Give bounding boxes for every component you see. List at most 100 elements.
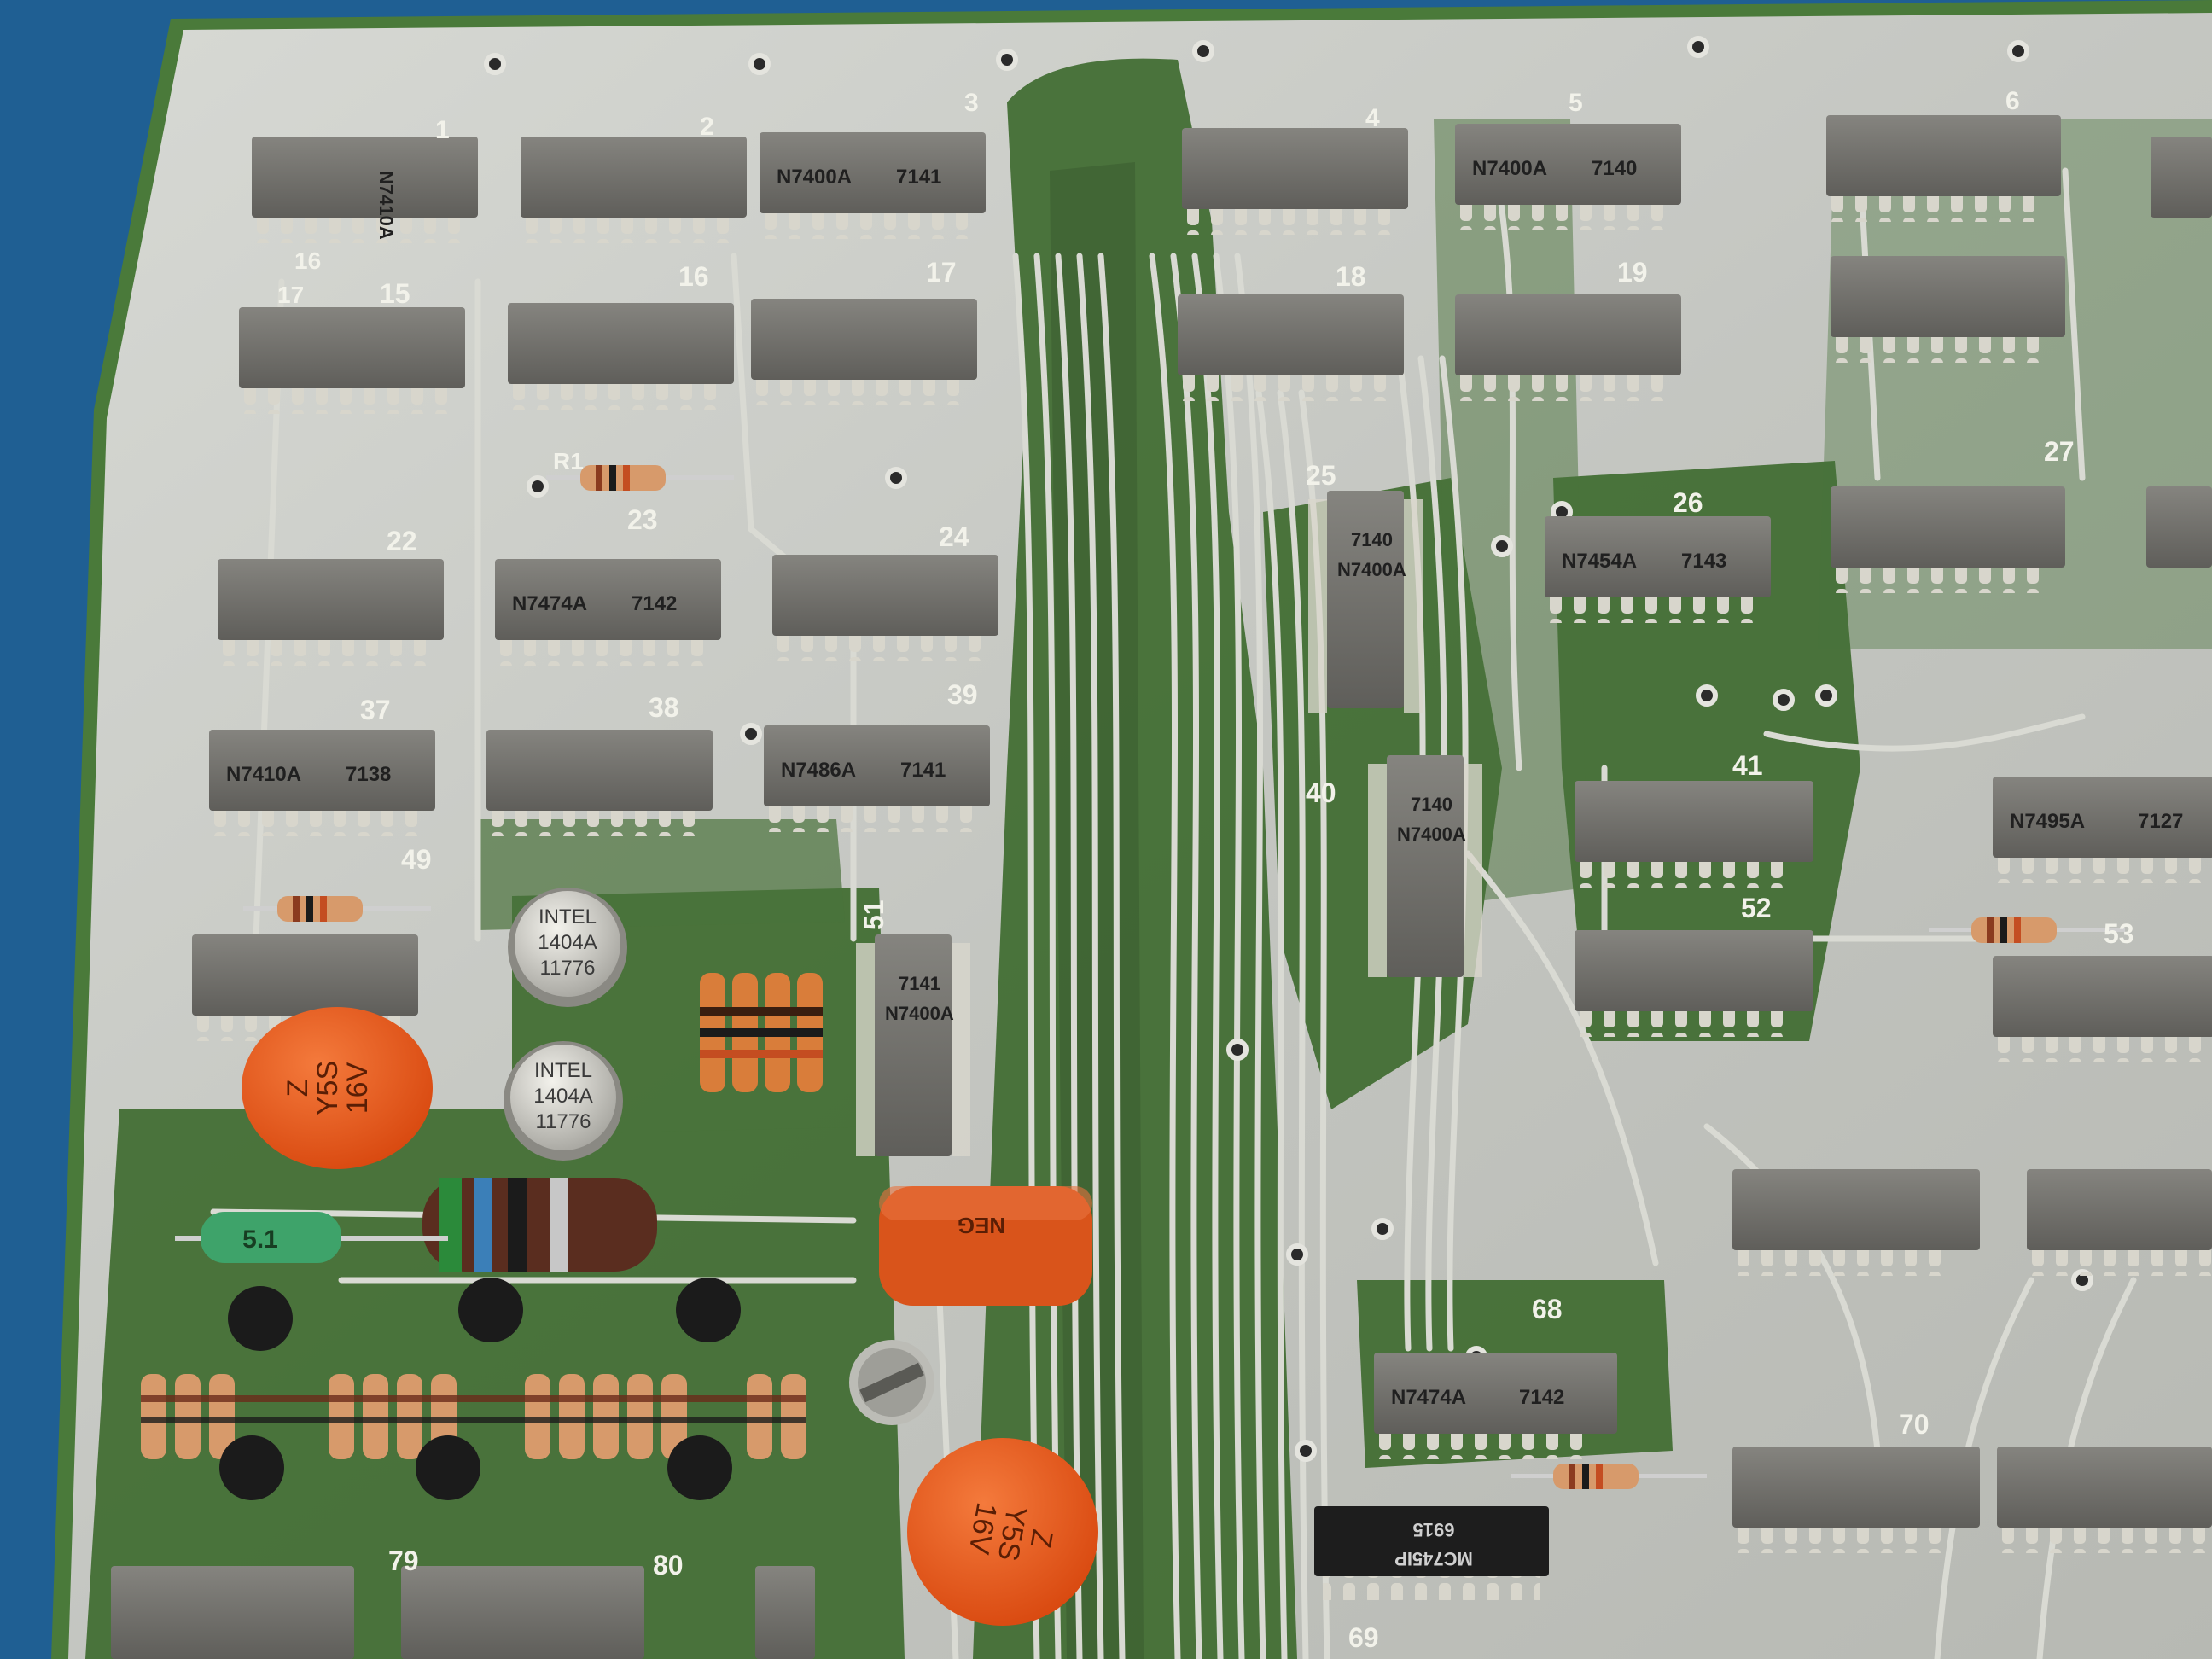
can-label-2: 1404A bbox=[533, 1085, 592, 1108]
silk-label: 15 bbox=[380, 278, 410, 309]
silk-label: 37 bbox=[360, 695, 391, 725]
chip-date: 7141 bbox=[900, 759, 946, 782]
silk-label: 16 bbox=[678, 261, 709, 292]
ic-chip-vertical: N7400A 7140 bbox=[1308, 491, 1423, 713]
silk-label: 38 bbox=[649, 692, 679, 723]
silk-label: 18 bbox=[1336, 261, 1366, 292]
cap-polarity-label: NEG bbox=[958, 1213, 1005, 1238]
silk-label: 80 bbox=[653, 1550, 684, 1580]
silk-label: 6 bbox=[2005, 87, 2020, 115]
silk-label: 4 bbox=[1365, 104, 1380, 132]
silk-label: 53 bbox=[2104, 918, 2134, 949]
chip-date: 7138 bbox=[346, 763, 391, 786]
silk-label: 23 bbox=[627, 504, 658, 535]
ic-chip bbox=[239, 307, 465, 414]
silk-label: 25 bbox=[1306, 460, 1336, 491]
can-label-1: INTEL bbox=[534, 1059, 592, 1082]
ic-chip bbox=[521, 137, 747, 243]
ic-chip bbox=[1575, 781, 1813, 888]
transistors bbox=[219, 1278, 741, 1500]
silk-label: 17 bbox=[277, 282, 304, 308]
ic-chip bbox=[1993, 956, 2212, 1062]
chip-date: 7140 bbox=[1411, 794, 1452, 815]
silk-label: 1 bbox=[435, 116, 450, 144]
metal-can: INTEL 1404A 11776 bbox=[508, 888, 627, 1007]
silk-label: 19 bbox=[1617, 257, 1648, 288]
chip-date: 7141 bbox=[899, 973, 940, 994]
silk-label: 3 bbox=[964, 89, 979, 117]
ic-chip bbox=[111, 1566, 354, 1659]
chip-marking: N7410A bbox=[226, 763, 301, 786]
chip-date: 7140 bbox=[1351, 529, 1393, 550]
ceramic-capacitor: Z Y5S 16V bbox=[907, 1438, 1098, 1626]
can-label-3: 11776 bbox=[536, 1110, 591, 1133]
resistors bbox=[141, 465, 2125, 1489]
chip-date: 7143 bbox=[1681, 550, 1726, 573]
ic-chip bbox=[772, 555, 998, 661]
screw bbox=[849, 1340, 934, 1425]
ic-chip bbox=[218, 559, 444, 666]
axial-resistor-large bbox=[422, 1178, 657, 1272]
ic-chips: N7410A N7400A 7141 bbox=[111, 115, 2212, 1659]
silk-label: 70 bbox=[1899, 1409, 1930, 1440]
ic-chip: N7474A 7142 bbox=[495, 559, 721, 666]
ic-chip bbox=[2151, 137, 2212, 218]
ic-chip bbox=[1826, 115, 2061, 222]
silk-label: 22 bbox=[387, 526, 417, 556]
silk-label: 79 bbox=[388, 1545, 419, 1576]
can-label-2: 1404A bbox=[538, 931, 597, 954]
ic-chip bbox=[1178, 294, 1404, 401]
ic-mc745: 6915 MC745IP bbox=[1314, 1506, 1549, 1600]
ceramic-capacitor: Z Y5S 16V bbox=[242, 1007, 433, 1169]
ic-chip bbox=[1732, 1447, 1980, 1553]
diode-label: 5.1 bbox=[242, 1225, 278, 1254]
ic-chip: N7400A 7140 bbox=[1455, 124, 1681, 230]
chip-marking: N7400A bbox=[1337, 559, 1406, 580]
silkscreen-labels: 1 2 3 4 5 6 15 16 17 16 17 18 19 22 23 2… bbox=[277, 87, 2134, 1653]
chip-marking: N7400A bbox=[885, 1003, 954, 1024]
silk-label: 41 bbox=[1732, 750, 1763, 781]
ic-chip bbox=[1455, 294, 1681, 401]
can-label-3: 11776 bbox=[540, 957, 596, 980]
silk-label: 27 bbox=[2044, 436, 2075, 467]
ic-marking: MC745IP bbox=[1394, 1548, 1473, 1569]
ic-chip: N7474A 7142 bbox=[1374, 1353, 1617, 1459]
ic-chip bbox=[1575, 930, 1813, 1037]
chip-marking: N7495A bbox=[2010, 810, 2085, 833]
silk-label: 68 bbox=[1532, 1294, 1563, 1324]
silk-label: 52 bbox=[1741, 893, 1772, 923]
ic-code: 6915 bbox=[1413, 1519, 1455, 1540]
ic-chip: N7410A 7138 bbox=[209, 730, 435, 836]
ic-chip bbox=[1732, 1169, 1980, 1276]
electrolytic-capacitor: NEG bbox=[879, 1186, 1092, 1306]
cap-label-3: 16V bbox=[341, 1062, 374, 1114]
chip-date: 7142 bbox=[1519, 1386, 1564, 1409]
ic-chip bbox=[508, 303, 734, 410]
ic-chip bbox=[2027, 1169, 2212, 1276]
chip-marking: N7400A bbox=[777, 166, 852, 189]
silk-label: 24 bbox=[939, 521, 969, 552]
ic-chip bbox=[751, 299, 977, 405]
ic-chip bbox=[401, 1566, 644, 1659]
ic-chip: N7454A 7143 bbox=[1545, 516, 1771, 623]
silk-label: 69 bbox=[1348, 1622, 1379, 1653]
silk-label: 17 bbox=[926, 257, 957, 288]
ic-chip: N7495A 7127 bbox=[1993, 777, 2212, 883]
ic-chip-vertical: N7400A 7141 bbox=[856, 934, 970, 1156]
silk-label: 16 bbox=[294, 247, 321, 274]
silk-label: 49 bbox=[401, 844, 432, 875]
silk-label: 5 bbox=[1569, 89, 1583, 117]
silk-label: R1 bbox=[553, 448, 584, 474]
cap-label-1: Z bbox=[282, 1080, 314, 1097]
silk-label: 39 bbox=[947, 679, 978, 710]
chip-date: 7142 bbox=[632, 592, 677, 615]
ic-chip bbox=[1831, 256, 2065, 363]
chip-marking: N7400A bbox=[1472, 157, 1547, 180]
chip-date: 7127 bbox=[2138, 810, 2183, 833]
metal-can: INTEL 1404A 11776 bbox=[504, 1041, 623, 1161]
chip-marking: N7474A bbox=[1391, 1386, 1466, 1409]
ic-chip: N7400A 7141 bbox=[760, 132, 986, 239]
can-label-1: INTEL bbox=[538, 905, 597, 928]
ic-chip bbox=[1997, 1447, 2212, 1553]
